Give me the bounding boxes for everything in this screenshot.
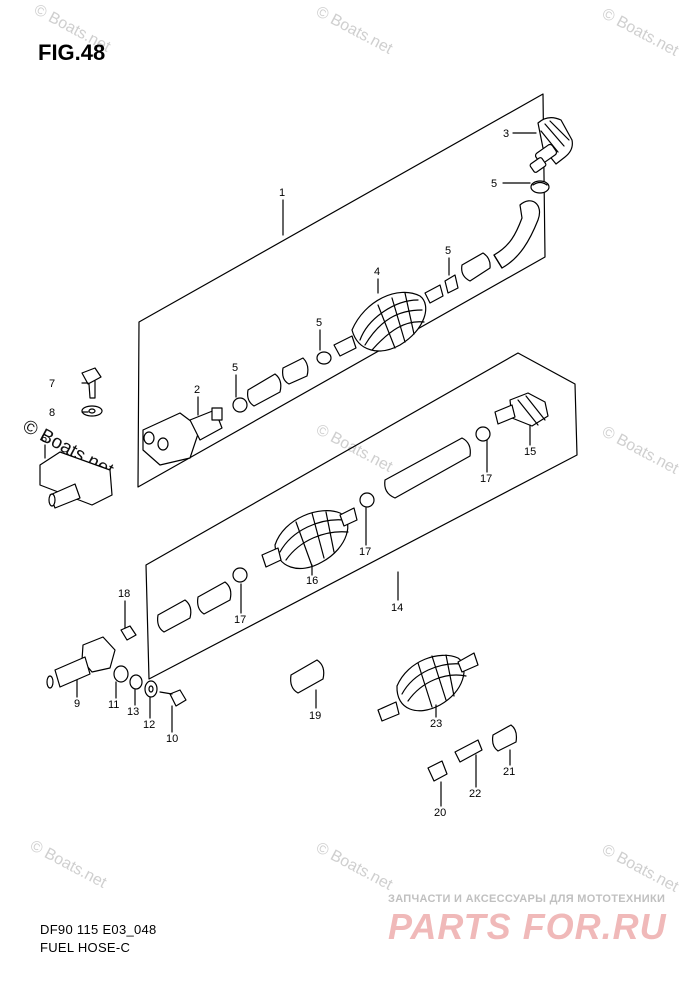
hose-curve [493,200,541,269]
callout-13: 13 [127,706,139,718]
callout-1: 1 [279,187,285,199]
connector-part-3 [529,117,573,173]
callout-15: 15 [524,446,536,458]
connector-part-2 [142,407,223,466]
primer-bulb-part-16 [261,507,358,570]
assembly-1-frame [137,93,546,488]
hose-part-21 [491,724,518,752]
callout-5: 5 [316,317,322,329]
clamp-part-5 [316,351,332,365]
brand-subtitle: ЗАПЧАСТИ И АКСЕССУАРЫ ДЛЯ МОТОТЕХНИКИ [388,893,666,905]
callout-19: 19 [309,710,321,722]
callout-4: 4 [374,266,380,278]
diagram-code: DF90 115 E03_048 [40,922,157,937]
clamp-part-5 [232,397,248,413]
callout-17: 17 [480,473,492,485]
fitting-part-6 [39,451,113,509]
assembly-14-frame [145,352,578,680]
callout-12: 12 [143,719,155,731]
hose-segment [461,252,491,282]
diagram-caption: FUEL HOSE-C [40,940,131,955]
ring-part-11 [113,665,129,683]
callout-21: 21 [503,766,515,778]
hose-segment [157,581,232,633]
callout-11: 11 [108,699,119,711]
washer-part-12 [144,680,158,698]
bolt-part-7 [81,367,102,399]
ring-part-13 [129,674,143,690]
clamp-part-17 [359,492,375,508]
hose-segment [384,437,471,499]
callout-8: 8 [49,407,55,419]
callout-16: 16 [306,575,318,587]
callout-17: 17 [359,546,371,558]
callout-6: 6 [41,433,47,445]
callout-17: 17 [234,614,246,626]
clamp-part-5 [530,180,550,194]
brand-logo-text: PARTS FOR.RU [388,906,667,947]
figure-title: FIG.48 [38,40,106,65]
callout-2: 2 [194,384,200,396]
clamp-part-17 [232,567,248,583]
callout-7: 7 [49,378,55,390]
callout-5: 5 [445,245,451,257]
clip-part-18 [120,625,137,641]
hose-part-19 [290,659,325,694]
callout-5: 5 [491,178,497,190]
callout-20: 20 [434,807,446,819]
callout-9: 9 [74,698,80,710]
primer-bulb-part-23 [377,652,479,722]
callout-18: 18 [118,588,130,600]
connector-part-22 [454,739,483,763]
hose-segment [247,357,309,407]
callout-5: 5 [232,362,238,374]
connector-part-15 [494,392,549,427]
callout-3: 3 [503,128,509,140]
callout-10: 10 [166,733,178,745]
fitting-part-9 [46,636,116,689]
clip-part-20 [427,760,448,782]
bolt-part-10 [159,689,187,707]
callout-23: 23 [430,718,442,730]
clamp-part-17 [475,426,491,442]
primer-bulb-part-4 [333,291,427,357]
callout-22: 22 [469,788,481,800]
callout-14: 14 [391,602,403,614]
clamp-part-5 [444,274,459,294]
washer-part-8 [81,405,103,417]
